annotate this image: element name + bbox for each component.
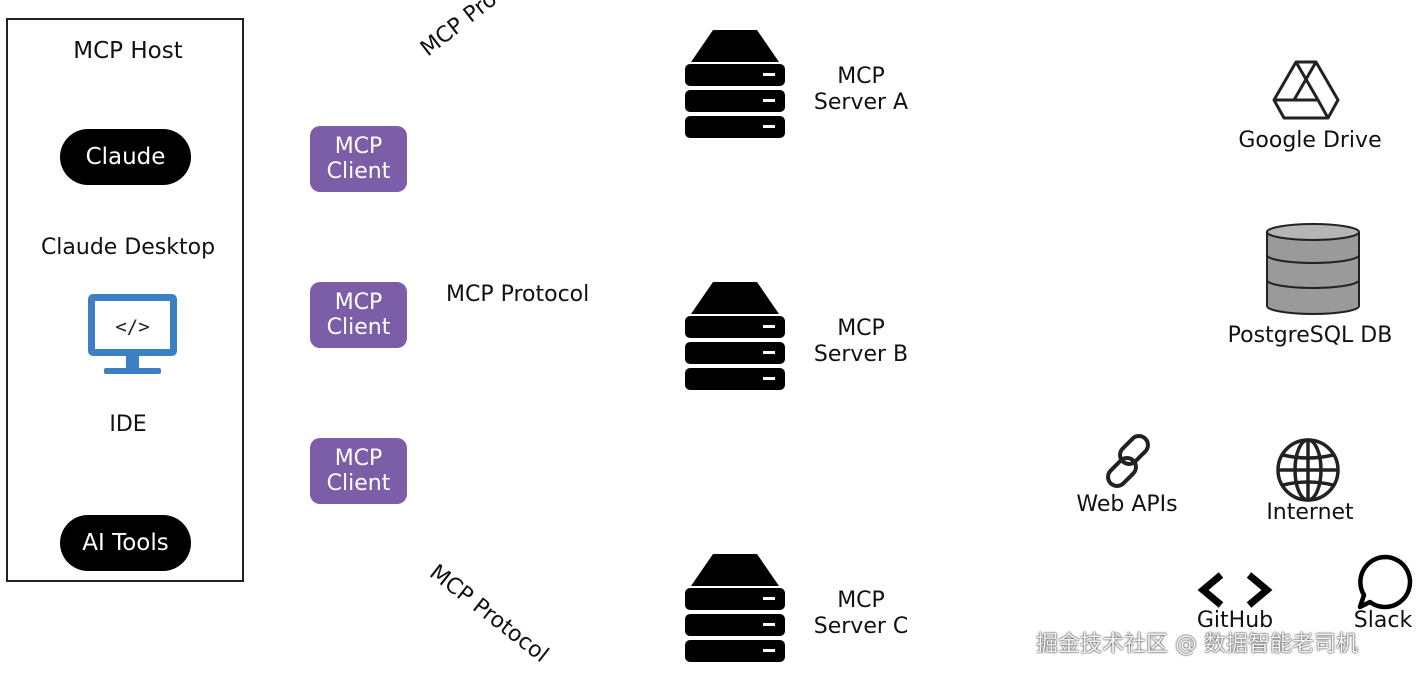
slack-label: Slack: [1353, 608, 1413, 633]
server-label-line2: Server C: [813, 614, 909, 639]
github-brackets-icon: [1197, 572, 1273, 608]
client-label-line2: Client: [326, 315, 391, 340]
ai-tools-pill: AI Tools: [60, 515, 191, 571]
internet-label: Internet: [1266, 500, 1354, 525]
mcp-server-b-label: MCP Server B: [806, 316, 916, 368]
google-drive-label: Google Drive: [1238, 128, 1382, 153]
client-label-line2: Client: [326, 159, 391, 184]
server-label-line2: Server A: [813, 90, 909, 115]
mcp-host-box: [6, 18, 244, 582]
web-apis-label: Web APIs: [1076, 492, 1178, 517]
globe-icon: [1276, 438, 1340, 502]
server-stack-icon: [685, 30, 785, 138]
postgresql-db-label: PostgreSQL DB: [1227, 323, 1393, 348]
client-label-line1: MCP: [334, 134, 383, 159]
mcp-protocol-label-top: MCP Protocol: [416, 0, 545, 62]
ide-code-text: </>: [115, 316, 149, 338]
client-label-line1: MCP: [334, 446, 383, 471]
server-label-line1: MCP: [837, 64, 885, 89]
link-chain-icon: [1106, 434, 1150, 488]
mcp-protocol-label-middle: MCP Protocol: [446, 282, 590, 307]
claude-desktop-label: Claude Desktop: [40, 235, 216, 260]
server-label-line1: MCP: [837, 588, 885, 613]
mcp-protocol-label-bottom: MCP Protocol: [424, 560, 553, 668]
database-icon: [1266, 223, 1360, 315]
github-label: GitHub: [1196, 608, 1274, 633]
client-label-line2: Client: [326, 471, 391, 496]
mcp-server-c-label: MCP Server C: [806, 588, 916, 640]
server-label-line2: Server B: [813, 342, 909, 367]
mcp-server-a-label: MCP Server A: [806, 64, 916, 116]
slack-bubble-icon: [1357, 554, 1413, 610]
ide-label: IDE: [109, 412, 147, 437]
monitor-code-icon: </>: [88, 294, 177, 374]
mcp-client-3: MCP Client: [310, 438, 407, 504]
server-label-line1: MCP: [837, 316, 885, 341]
google-drive-icon: [1272, 60, 1340, 120]
watermark-text: 掘金技术社区 @ 数据智能老司机: [1036, 632, 1358, 657]
claude-pill: Claude: [60, 129, 191, 185]
server-stack-icon: [685, 554, 785, 662]
mcp-host-title: MCP Host: [73, 38, 183, 64]
client-label-line1: MCP: [334, 290, 383, 315]
server-stack-icon: [685, 282, 785, 390]
mcp-client-1: MCP Client: [310, 126, 407, 192]
mcp-client-2: MCP Client: [310, 282, 407, 348]
